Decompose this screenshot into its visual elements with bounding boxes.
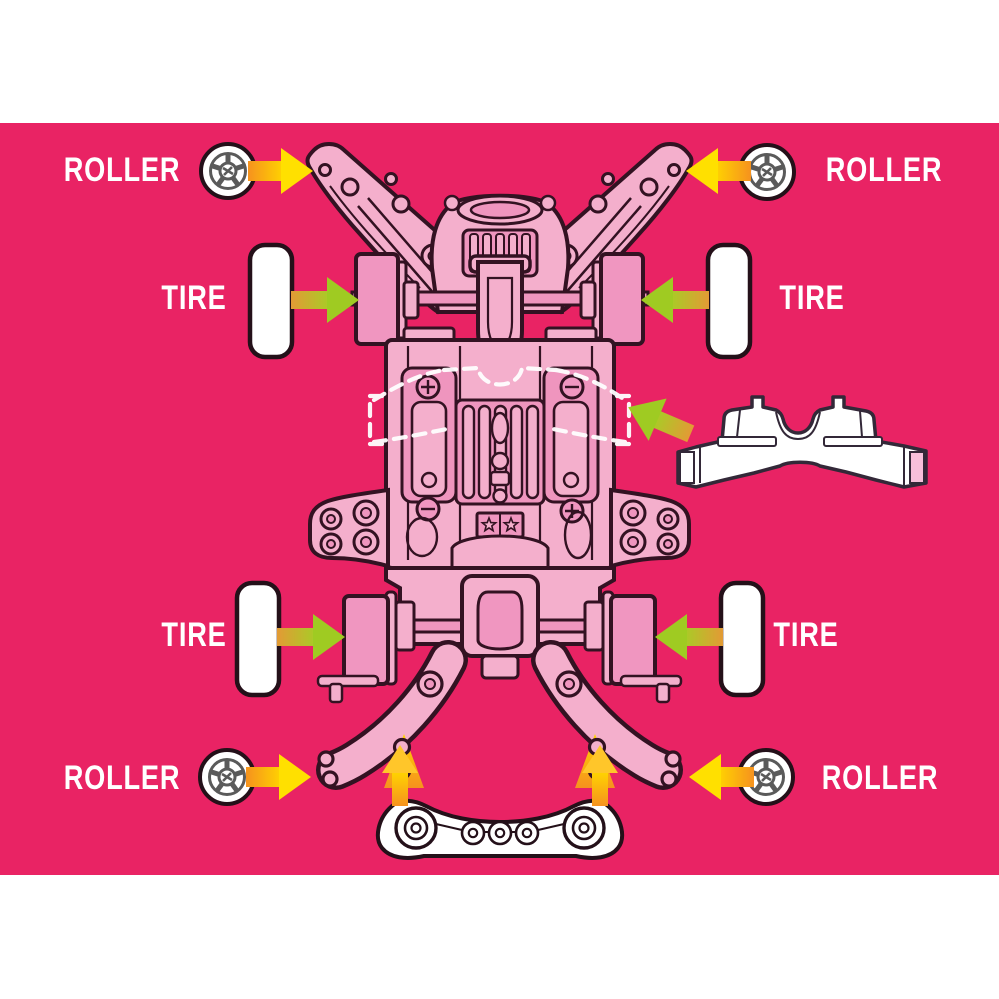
placement-dashed-outline [367, 365, 632, 447]
motor-cover-arrow [619, 386, 700, 455]
label-roller-bottom-left: ROLLER [63, 758, 181, 797]
label-roller-bottom-right: ROLLER [821, 758, 939, 797]
center-vents [454, 398, 546, 506]
label-roller-top-right: ROLLER [825, 150, 943, 189]
label-tire-front-right: TIRE [779, 278, 845, 317]
gearbox [460, 574, 540, 680]
label-tire-front-left: TIRE [161, 278, 227, 317]
roller-arrow-top-right [686, 148, 751, 194]
tire-icon-rear-right [721, 583, 763, 695]
tire-icon-front-left [250, 245, 292, 357]
mid-body [384, 326, 616, 570]
roller-arrow-bottom-left [246, 754, 311, 800]
tire-arrow-front-left [291, 277, 359, 323]
label-tire-rear-left: TIRE [161, 615, 227, 654]
battery-compartment-left [400, 366, 458, 504]
tamiya-logo [475, 511, 525, 539]
tire-arrow-front-right [641, 277, 709, 323]
roller-icon-bottom-left [200, 750, 254, 804]
label-roller-top-left: ROLLER [63, 150, 181, 189]
tire-icon-front-right [708, 245, 750, 357]
motor-cover-part [676, 395, 928, 489]
battery-compartment-right [542, 366, 600, 504]
tire-icon-rear-left [237, 583, 279, 695]
chassis-drawing [307, 142, 691, 788]
roller-arrow-top-left [248, 148, 313, 194]
tire-arrow-rear-right [655, 614, 723, 660]
tire-arrow-rear-left [277, 614, 345, 660]
rear-roller-plate [375, 798, 625, 860]
roller-icon-top-left [201, 144, 255, 198]
label-tire-rear-right: TIRE [773, 615, 839, 654]
rear-section [342, 566, 657, 686]
